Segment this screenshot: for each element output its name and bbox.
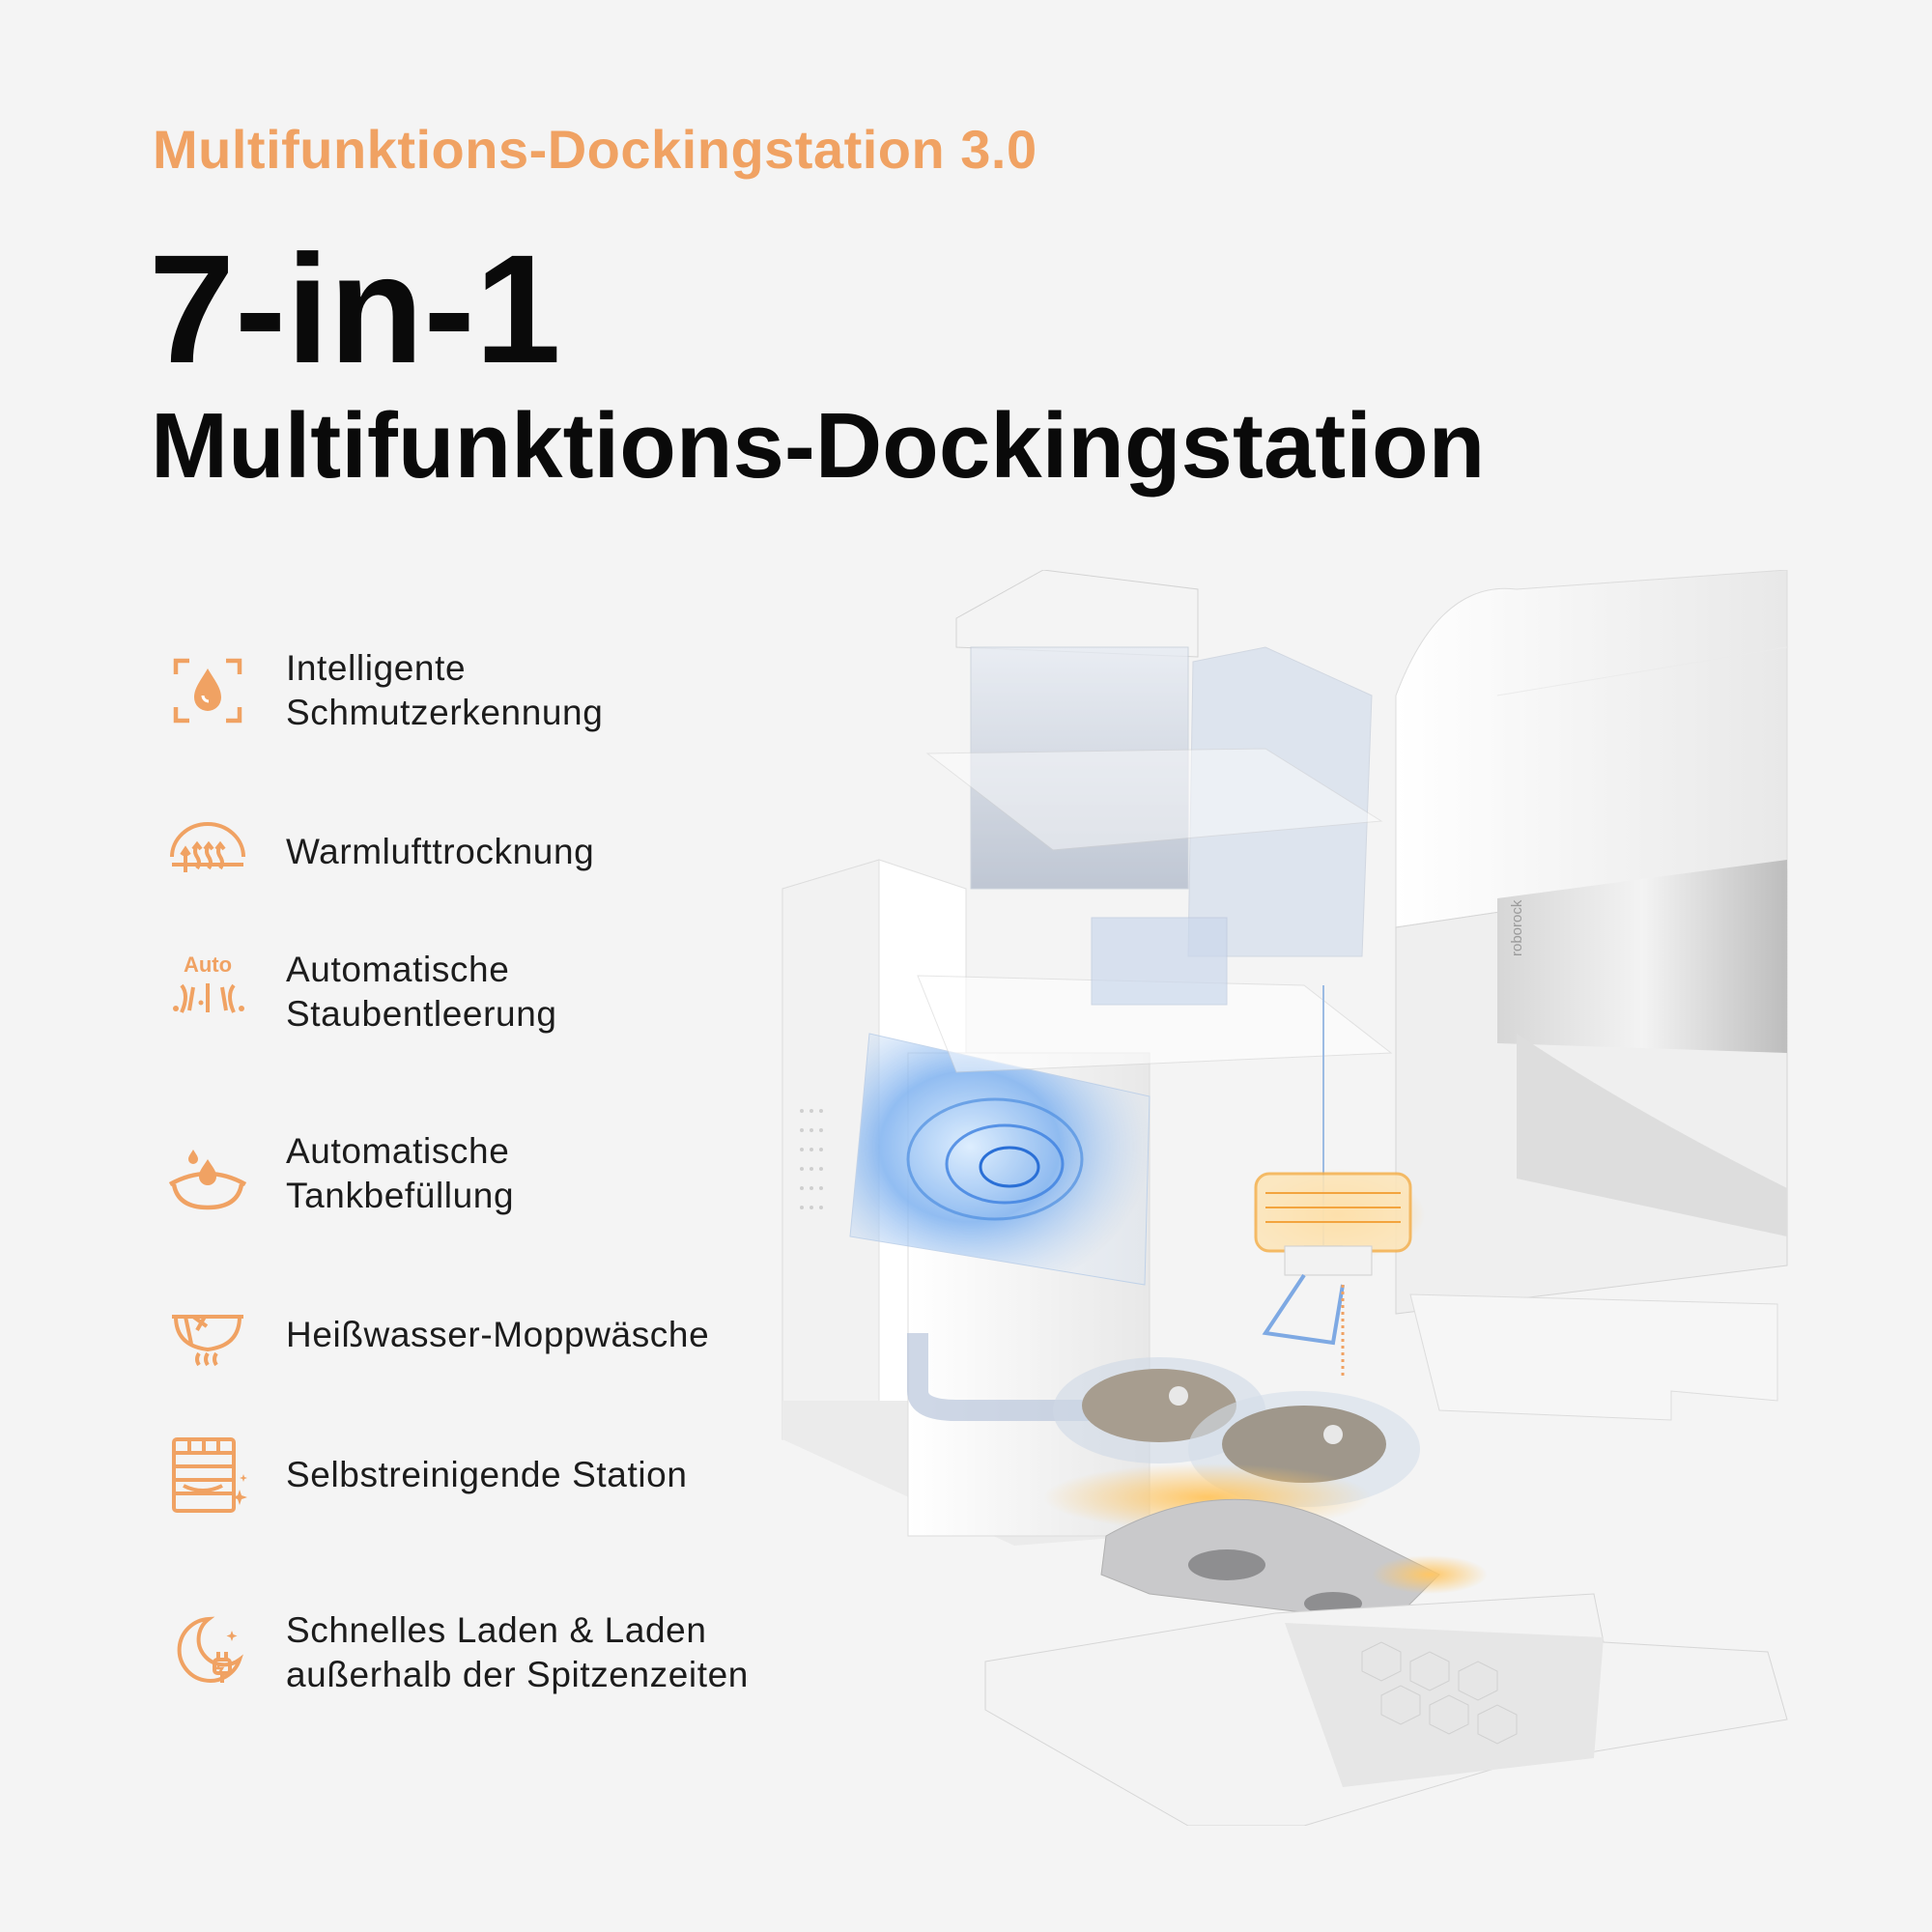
docking-station-exploded-view: roborock (763, 569, 1806, 1827)
feature-label-line2: Staubentleerung (286, 994, 557, 1034)
feature-label-line2: Schmutzerkennung (286, 693, 604, 732)
feature-label-line1: Automatische (286, 949, 510, 989)
feature-item-dirt-detection: Intelligente Schmutzerkennung (155, 638, 889, 744)
feature-label-line1: Intelligente (286, 647, 467, 688)
hot-water-mop-wash-icon (164, 1292, 251, 1378)
feature-label-line2: außerhalb der Spitzenzeiten (286, 1655, 749, 1694)
auto-icon-text: Auto (184, 952, 232, 977)
base-plate (984, 1593, 1788, 1827)
brand-mark: roborock (1509, 899, 1525, 956)
subheadline: Multifunktions-Dockingstation (151, 394, 1486, 497)
feature-label-line2: Tankbefüllung (286, 1176, 515, 1215)
water-heater-module (1251, 1169, 1425, 1377)
warm-air-drying-icon (164, 809, 251, 895)
cleaning-tray (1043, 1463, 1488, 1624)
feature-label: Warmlufttrocknung (286, 831, 595, 871)
station-right-body: roborock (1395, 569, 1788, 1421)
dust-vortex-chamber (849, 1033, 1151, 1421)
feature-item-tank-refill: Automatische Tankbefüllung (155, 1121, 889, 1227)
feature-item-fast-charging: Schnelles Laden & Laden außerhalb der Sp… (155, 1600, 889, 1706)
feature-label: Selbstreinigende Station (286, 1454, 688, 1494)
eyebrow-title: Multifunktions-Dockingstation 3.0 (153, 119, 1037, 180)
feature-item-hot-water-mop-wash: Heißwasser-Moppwäsche (155, 1282, 889, 1388)
feature-item-self-cleaning-station: Selbstreinigende Station (155, 1422, 889, 1528)
feature-label-line1: Schnelles Laden & Laden (286, 1609, 707, 1650)
feature-item-warm-air-drying: Warmlufttrocknung (155, 799, 889, 905)
fast-charging-icon (164, 1609, 251, 1696)
tank-refill-icon (164, 1130, 251, 1217)
feature-label-line1: Automatische (286, 1130, 510, 1171)
dirt-detection-icon (164, 647, 251, 734)
headline: 7-in-1 (149, 222, 561, 395)
feature-label: Heißwasser-Moppwäsche (286, 1314, 710, 1354)
auto-dust-emptying-icon: Auto (164, 949, 251, 1036)
self-cleaning-station-icon (164, 1432, 251, 1519)
feature-item-auto-dust-emptying: Auto Automatische Staubentleerung (155, 939, 889, 1045)
